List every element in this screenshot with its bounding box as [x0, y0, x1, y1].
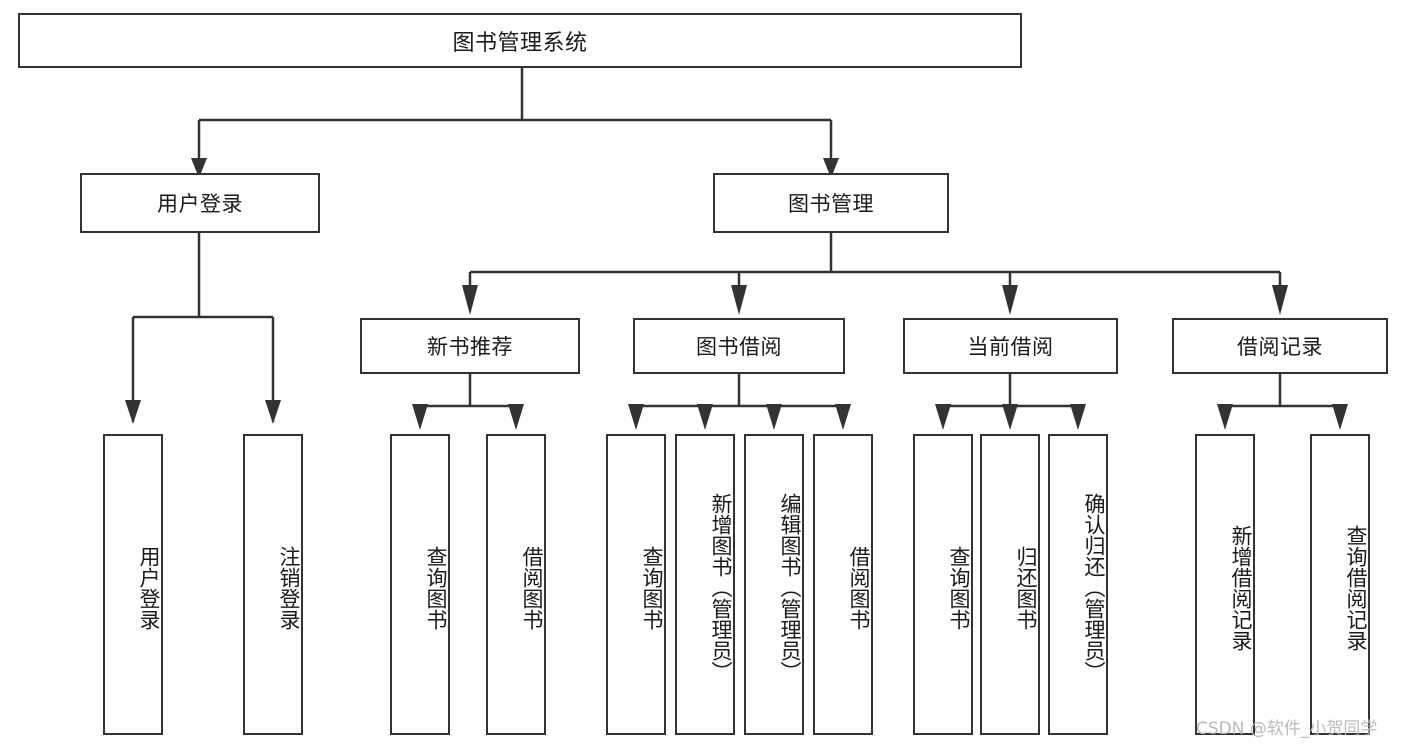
leaf-newbook-borrow-book[interactable]: 借阅图书 [486, 434, 546, 735]
node-root-system[interactable]: 图书管理系统 [18, 13, 1022, 68]
leaf-record-add-borrow-record[interactable]: 新增借阅记录 [1195, 434, 1255, 735]
leaf-user-login-signout[interactable]: 注销登录 [243, 434, 303, 735]
node-book-management[interactable]: 图书管理 [713, 173, 949, 233]
arrowhead-bb-l2 [697, 404, 713, 430]
leaf-bookborrow-query-book[interactable]: 查询图书 [606, 434, 666, 735]
arrowhead-cb-l3 [1070, 404, 1086, 430]
arrowhead-br-l1 [1217, 404, 1233, 430]
leaf-currentborrow-return-book[interactable]: 归还图书 [980, 434, 1040, 735]
leaf-record-query-borrow-record[interactable]: 查询借阅记录 [1310, 434, 1370, 735]
node-new-book-recommend[interactable]: 新书推荐 [360, 318, 580, 374]
node-borrow-record[interactable]: 借阅记录 [1172, 318, 1388, 374]
leaf-bookborrow-add-book-admin[interactable]: 新增图书（管理员） [675, 434, 735, 735]
arrowhead-nb-l1 [412, 404, 428, 430]
arrowhead-nb-l2 [508, 404, 524, 430]
arrowhead-cb-l1 [935, 404, 951, 430]
arrowhead-bb-l4 [835, 404, 851, 430]
arrowhead-bb-l3 [766, 404, 782, 430]
arrowhead-c2 [731, 285, 747, 315]
leaf-newbook-query-book[interactable]: 查询图书 [390, 434, 450, 735]
leaf-bookborrow-edit-book-admin[interactable]: 编辑图书（管理员） [744, 434, 804, 735]
arrowhead-br-l2 [1332, 404, 1348, 430]
arrowhead-ul-leaf1 [125, 400, 141, 424]
leaf-currentborrow-query-book[interactable]: 查询图书 [913, 434, 973, 735]
leaf-currentborrow-confirm-return-admin[interactable]: 确认归还（管理员） [1048, 434, 1108, 735]
node-user-login[interactable]: 用户登录 [80, 173, 320, 233]
node-book-borrow[interactable]: 图书借阅 [633, 318, 845, 374]
csdn-watermark: CSDN @软件_小贺同学 [1196, 719, 1378, 739]
node-current-borrow[interactable]: 当前借阅 [903, 318, 1118, 374]
arrowhead-c4 [1272, 285, 1288, 315]
leaf-bookborrow-borrow-book[interactable]: 借阅图书 [813, 434, 873, 735]
arrowhead-c1 [462, 285, 478, 315]
arrowhead-cb-l2 [1002, 404, 1018, 430]
arrowhead-ul-leaf2 [265, 400, 281, 424]
arrowhead-c3 [1002, 285, 1018, 315]
leaf-user-login-signin[interactable]: 用户登录 [103, 434, 163, 735]
arrowhead-bb-l1 [628, 404, 644, 430]
